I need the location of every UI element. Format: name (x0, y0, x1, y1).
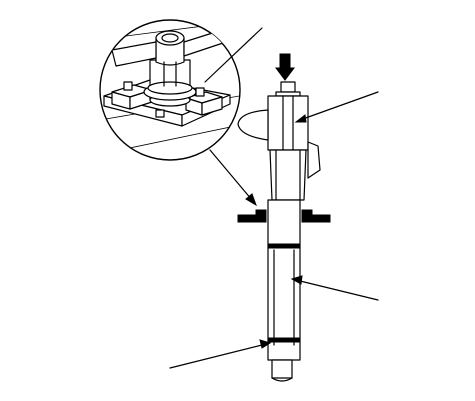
inset-leader-line (204, 27, 263, 83)
leader-line-lower (169, 343, 267, 369)
leader-line-middle (295, 279, 379, 301)
shock-absorber-assembly (237, 81, 321, 382)
support-blocks (237, 209, 331, 223)
leader-lines (169, 91, 379, 369)
press-arrow (275, 53, 295, 81)
leader-line-upper (299, 91, 379, 121)
inset-pointer-arrow (209, 149, 257, 207)
detail-inset (99, 19, 263, 161)
